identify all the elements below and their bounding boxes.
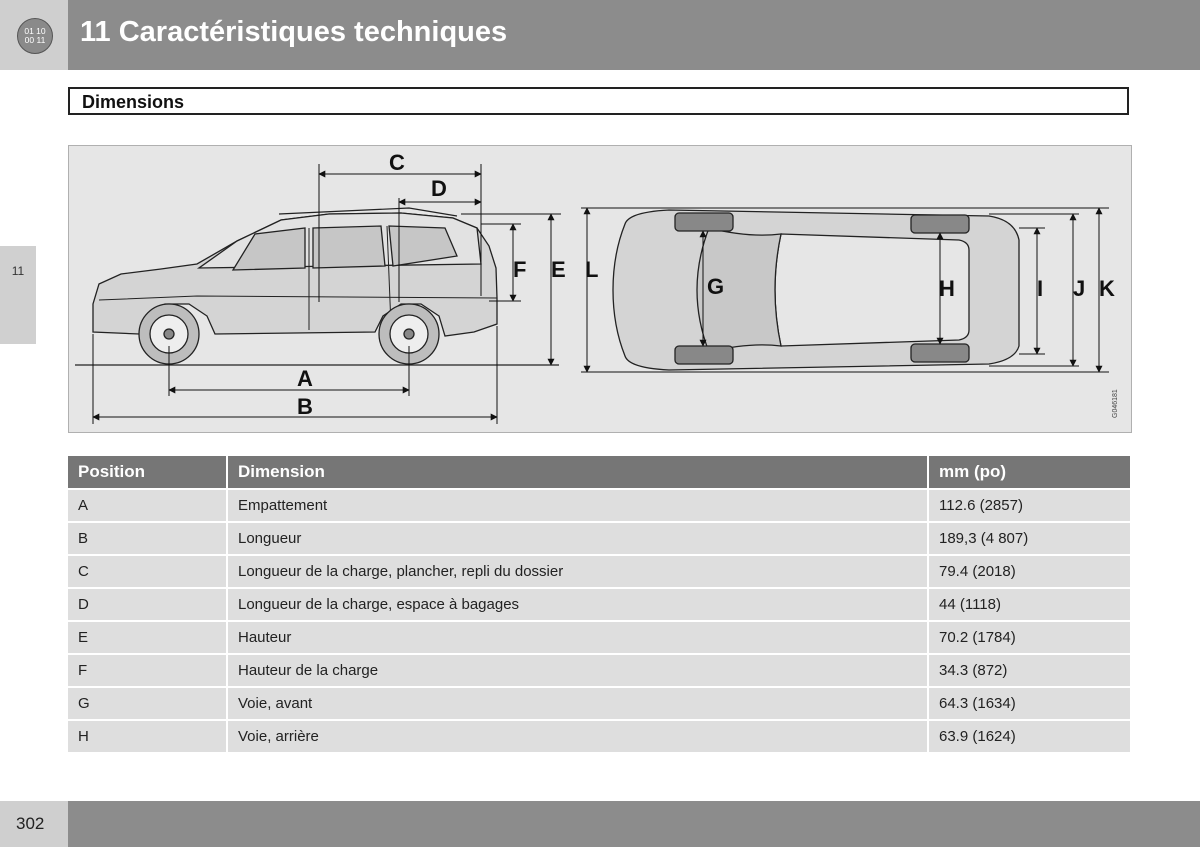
header-position: Position [68, 456, 228, 488]
page-number: 302 [16, 814, 45, 833]
chapter-icon-line-1: 01 10 [24, 26, 46, 36]
cell-value: 79.4 (2018) [929, 554, 1130, 587]
table-row: H Voie, arrière 63.9 (1624) [68, 719, 1130, 752]
cell-position: B [68, 521, 228, 554]
dim-label-d: D [431, 176, 447, 201]
cell-value: 64.3 (1634) [929, 686, 1130, 719]
dim-label-e: E [551, 257, 566, 282]
chapter-icon-line-2: 00 11 [24, 35, 46, 45]
cell-position: H [68, 719, 228, 752]
cell-value: 189,3 (4 807) [929, 521, 1130, 554]
header-mm: mm (po) [929, 456, 1130, 488]
dim-label-c: C [389, 150, 405, 175]
chapter-side-tab: 11 [0, 246, 36, 344]
dim-label-k: K [1099, 276, 1115, 301]
cell-value: 44 (1118) [929, 587, 1130, 620]
cell-value: 63.9 (1624) [929, 719, 1130, 752]
dim-label-h: H [939, 276, 955, 301]
cell-dimension: Empattement [228, 488, 929, 521]
cell-dimension: Hauteur de la charge [228, 653, 929, 686]
dimensions-table: Position Dimension mm (po) A Empattement… [68, 456, 1130, 752]
table-row: F Hauteur de la charge 34.3 (872) [68, 653, 1130, 686]
section-heading-box: Dimensions [68, 87, 1129, 115]
cell-position: E [68, 620, 228, 653]
figure-code: G046181 [1112, 389, 1119, 418]
dim-label-i: I [1037, 276, 1043, 301]
cell-value: 34.3 (872) [929, 653, 1130, 686]
table-row: B Longueur 189,3 (4 807) [68, 521, 1130, 554]
cell-dimension: Longueur de la charge, espace à bagages [228, 587, 929, 620]
cell-position: F [68, 653, 228, 686]
chapter-icon-area: 01 10 00 11 [0, 0, 68, 70]
chapter-binary-icon: 01 10 00 11 [17, 18, 53, 54]
dimensions-figure: C D F E L A B G H I J K G046181 [68, 145, 1132, 433]
table-row: C Longueur de la charge, plancher, repli… [68, 554, 1130, 587]
dim-label-a: A [297, 366, 313, 391]
table-row: D Longueur de la charge, espace à bagage… [68, 587, 1130, 620]
top-view-car [612, 209, 1020, 371]
header-dimension: Dimension [228, 456, 929, 488]
cell-dimension: Voie, arrière [228, 719, 929, 752]
vehicle-dimension-drawing: C D F E L A B G H I J K G046181 [75, 150, 1119, 424]
footer-page-box: 302 [0, 801, 68, 847]
cell-value: 112.6 (2857) [929, 488, 1130, 521]
dim-label-l: L [585, 257, 598, 282]
cell-dimension: Longueur [228, 521, 929, 554]
dim-label-g: G [707, 274, 724, 299]
side-view-car [92, 207, 498, 365]
side-tab-label: 11 [11, 264, 25, 278]
table-row: A Empattement 112.6 (2857) [68, 488, 1130, 521]
cell-position: G [68, 686, 228, 719]
cell-value: 70.2 (1784) [929, 620, 1130, 653]
table-row: E Hauteur 70.2 (1784) [68, 620, 1130, 653]
cell-dimension: Voie, avant [228, 686, 929, 719]
cell-position: A [68, 488, 228, 521]
dim-label-b: B [297, 394, 313, 419]
dim-label-f: F [513, 257, 526, 282]
table-row: G Voie, avant 64.3 (1634) [68, 686, 1130, 719]
header-bar: 11 Caractéristiques techniques [68, 0, 1200, 70]
table-header-row: Position Dimension mm (po) [68, 456, 1130, 488]
chapter-title: 11 Caractéristiques techniques [80, 16, 508, 48]
dim-label-j: J [1073, 276, 1085, 301]
section-title: Dimensions [82, 92, 185, 112]
cell-position: C [68, 554, 228, 587]
cell-dimension: Longueur de la charge, plancher, repli d… [228, 554, 929, 587]
footer-bar [68, 801, 1200, 847]
cell-dimension: Hauteur [228, 620, 929, 653]
cell-position: D [68, 587, 228, 620]
